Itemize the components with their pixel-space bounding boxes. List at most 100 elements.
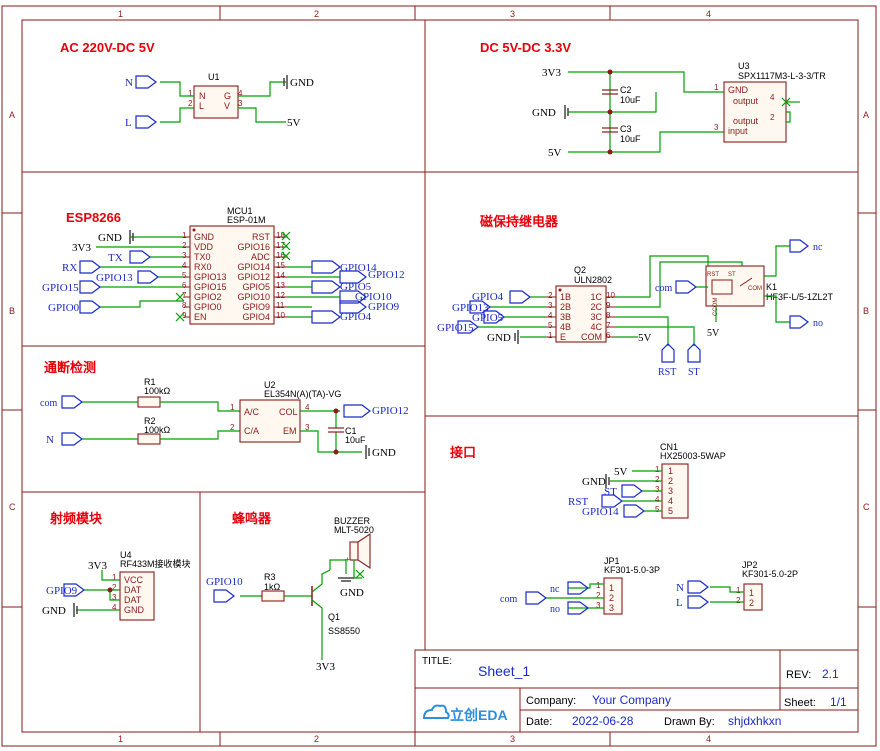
- tb-title-label: TITLE:: [422, 656, 452, 667]
- mcu-ref: MCU1: [227, 206, 253, 216]
- svg-text:1: 1: [714, 83, 719, 92]
- net-no-relay: no: [813, 318, 823, 329]
- section-dividers: [22, 20, 858, 732]
- mcu-pin-gpio0: GPIO0: [194, 302, 222, 312]
- tb-sheet-label: Sheet:: [784, 697, 816, 709]
- q2-pin-num-7: 7: [606, 321, 611, 330]
- svg-text:4: 4: [770, 93, 775, 102]
- title-ac-dc: AC 220V-DC 5V: [60, 40, 155, 55]
- q2-pin-num-4: 4: [548, 311, 553, 320]
- net-gpio0-mcu: GPIO0: [48, 302, 80, 314]
- u4-ref: U4: [120, 550, 132, 560]
- gnd-label-u3: GND: [532, 107, 556, 119]
- cn1-pin-2: 2: [668, 476, 673, 486]
- q2-name: ULN2802: [574, 275, 612, 285]
- mcu-pin-num-15: 15: [276, 261, 285, 270]
- svg-text:1: 1: [749, 588, 754, 598]
- svg-text:2: 2: [230, 423, 235, 432]
- title-esp8266: ESP8266: [66, 210, 121, 225]
- col-3-top: 3: [510, 9, 515, 19]
- mcu-pin-gpio4: GPIO4: [242, 312, 270, 322]
- q2-pin-num-8: 8: [606, 311, 611, 320]
- u4-name: RF433M接收模块: [120, 558, 191, 569]
- mcu-pin-num-16: 16: [276, 251, 285, 260]
- col-3-bottom: 3: [510, 734, 515, 744]
- title-buzzer: 蜂鸣器: [232, 511, 272, 526]
- q2-pin-3b: 3B: [560, 312, 571, 322]
- tb-company: Your Company: [592, 693, 671, 707]
- row-a-right: A: [863, 110, 869, 120]
- u3-ldo: U3 SPX1117M3-L-3-3/TR GND output output …: [532, 61, 826, 159]
- svg-text:RST: RST: [707, 272, 719, 278]
- svg-text:3: 3: [596, 601, 601, 610]
- mcu-pin-en: EN: [194, 312, 207, 322]
- cn1-pin-num-5: 5: [655, 505, 660, 514]
- c2-ref: C2: [620, 85, 632, 95]
- q2-pin-num-10: 10: [606, 291, 615, 300]
- svg-text:4: 4: [112, 603, 117, 612]
- tb-company-label: Company:: [526, 695, 576, 707]
- mcu-pin-gpio14: GPIO14: [237, 262, 270, 272]
- jp1-name: KF301-5.0-3P: [604, 565, 660, 575]
- svg-text:2: 2: [596, 591, 601, 600]
- svg-text:1: 1: [596, 581, 601, 590]
- mcu-pin-adc: ADC: [251, 252, 271, 262]
- v5-label-u3: 5V: [548, 147, 562, 159]
- q1-name: SS8550: [328, 626, 360, 636]
- svg-text:DAT: DAT: [124, 585, 142, 595]
- q2-pin-num-3: 3: [548, 301, 553, 310]
- mcu-pin-num-7: 7: [182, 291, 187, 300]
- mcu-pin-tx0: TX0: [194, 252, 211, 262]
- row-c-left: C: [9, 502, 16, 512]
- gnd-label-relay: GND: [487, 332, 511, 344]
- section-titles: AC 220V-DC 5V DC 5V-DC 3.3V ESP8266 磁保持继…: [44, 40, 571, 526]
- svg-text:C/A: C/A: [244, 426, 259, 436]
- col-2-top: 2: [314, 9, 319, 19]
- net-n: N: [125, 77, 133, 89]
- mcu-pin-num-10: 10: [276, 311, 285, 320]
- mcu-pin-num-1: 1: [182, 231, 187, 240]
- gnd-label-buzzer: GND: [340, 587, 364, 599]
- mcu-pin-gpio16: GPIO16: [237, 242, 270, 252]
- mcu-pin-gpio15: GPIO15: [194, 282, 227, 292]
- mcu-pin-num-5: 5: [182, 271, 187, 280]
- mcu-pin-num-13: 13: [276, 281, 285, 290]
- net-flag-n: [135, 75, 157, 89]
- net-n-detect: N: [46, 434, 54, 446]
- svg-text:input: input: [728, 126, 748, 136]
- svg-text:EM: EM: [283, 426, 297, 436]
- mcu-name: ESP-01M: [227, 215, 266, 225]
- tb-title: Sheet_1: [478, 663, 530, 679]
- svg-text:ST: ST: [728, 272, 736, 278]
- q2-pin-4b: 4B: [560, 322, 571, 332]
- net-gpio12-detect: GPIO12: [372, 405, 409, 417]
- mcu-pin-gpio9: GPIO9: [242, 302, 270, 312]
- q2-pin-num-5: 5: [548, 321, 553, 330]
- net-gpio9-u4: GPIO9: [46, 585, 78, 597]
- gnd-label-u4: GND: [42, 605, 66, 617]
- c2-val: 10uF: [620, 95, 641, 105]
- q1-ref: Q1: [328, 612, 340, 622]
- u1-pin-n: N: [199, 91, 206, 101]
- net-gpio10-buzzer: GPIO10: [206, 576, 243, 588]
- svg-text:2: 2: [609, 593, 614, 603]
- border-labels: 1 2 3 4 1 2 3 4 A B C A B C: [9, 9, 870, 744]
- tb-rev-label: REV:: [786, 669, 811, 681]
- jp1-ref: JP1: [604, 556, 620, 566]
- net-nc-jp1: nc: [550, 584, 560, 595]
- cn1-ref: CN1: [660, 442, 678, 452]
- q2-pin-2c: 2C: [590, 302, 602, 312]
- net-flag-l: [135, 115, 157, 129]
- u4-rf-module: U4 RF433M接收模块 VCC DAT DAT GND 1 2 3 4 3V…: [42, 550, 191, 621]
- r3-val: 1kΩ: [264, 582, 281, 592]
- buzzer-name: MLT-5020: [334, 525, 374, 535]
- svg-text:1: 1: [230, 403, 235, 412]
- svg-text:1: 1: [112, 573, 117, 582]
- svg-text:2: 2: [749, 598, 754, 608]
- v5-label-k1: 5V: [707, 328, 720, 339]
- net-l-jp2: L: [676, 597, 683, 609]
- tb-rev: 2.1: [822, 667, 839, 681]
- u1-pin-g: G: [224, 91, 231, 101]
- net-com-relay: com: [655, 283, 672, 294]
